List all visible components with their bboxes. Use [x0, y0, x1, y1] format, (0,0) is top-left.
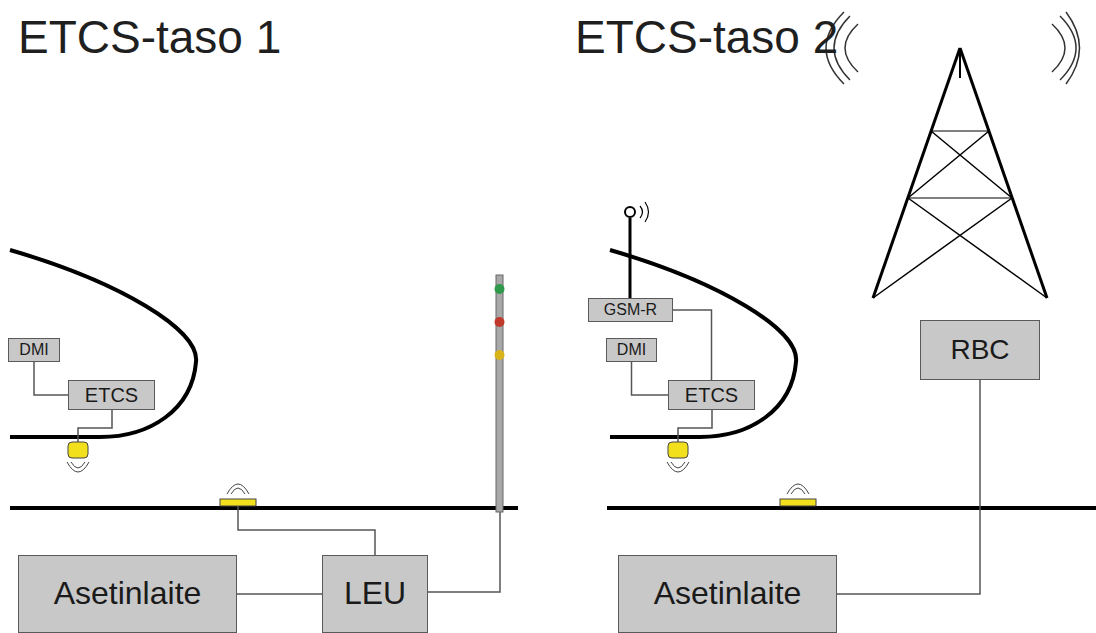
train-nose — [10, 250, 796, 437]
leu-box: LEU — [322, 555, 428, 633]
dmi-box: DMI — [8, 338, 60, 362]
box-label: Asetinlaite — [654, 576, 802, 611]
box-label: Asetinlaite — [54, 576, 202, 611]
antenna-wire — [78, 410, 712, 442]
connector-wire — [237, 593, 322, 595]
signal — [495, 275, 505, 512]
gsm-r-antenna — [625, 202, 649, 298]
box-label: LEU — [344, 576, 406, 611]
rbc-box: RBC — [920, 320, 1040, 380]
etcs-box: ETCS — [68, 380, 155, 410]
train-antenna — [67, 442, 689, 472]
radio-waves — [826, 12, 1080, 84]
level-heading: ETCS-taso 1 — [18, 12, 281, 63]
radio-tower — [873, 48, 1047, 298]
connector-wire — [632, 362, 669, 395]
gsm-r-box: GSM-R — [588, 298, 673, 322]
balise — [220, 484, 816, 506]
box-label: GSM-R — [604, 301, 657, 319]
box-label: DMI — [19, 341, 48, 359]
box-label: RBC — [950, 335, 1009, 366]
connector-wire — [34, 362, 68, 395]
etcs-box: ETCS — [668, 380, 755, 410]
box-label: ETCS — [85, 384, 138, 406]
dmi-box: DMI — [606, 338, 657, 362]
interlocking-box: Asetinlaite — [618, 555, 837, 633]
box-label: DMI — [617, 341, 646, 359]
connector-wire — [673, 310, 712, 380]
track — [10, 506, 1096, 510]
connector-wire — [837, 380, 980, 594]
box-label: ETCS — [685, 384, 738, 406]
interlocking-box: Asetinlaite — [18, 555, 237, 633]
level-heading: ETCS-taso 2 — [575, 12, 838, 63]
